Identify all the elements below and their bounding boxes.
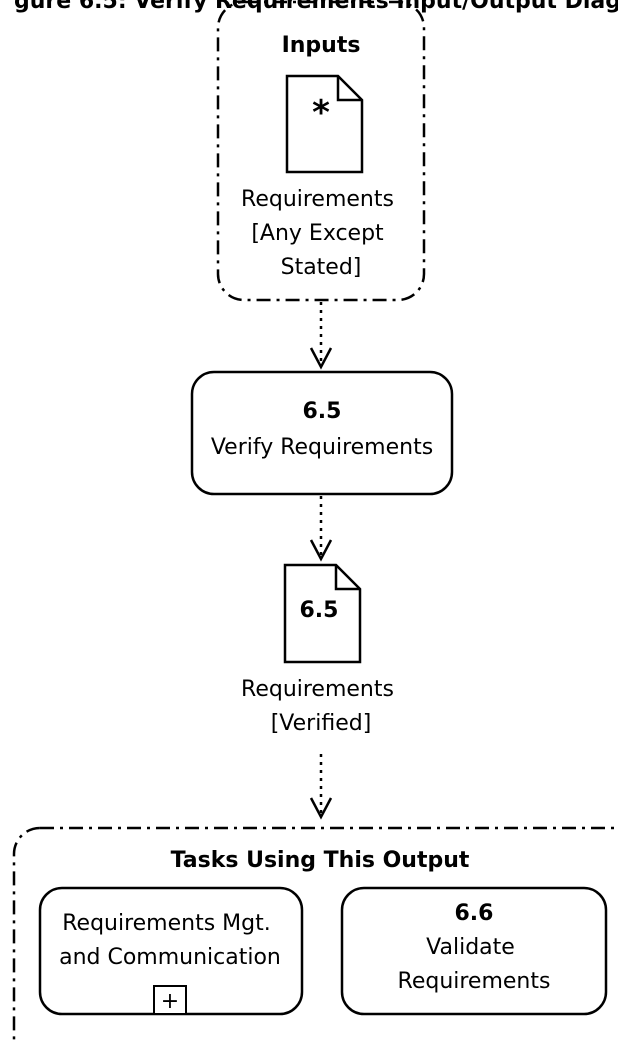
task-number: 6.5 [303,399,342,424]
tasks-using-frame [12,826,618,1047]
task-card-validate-requirements [340,886,608,1016]
task-card-2-label: Validate Requirements [398,935,551,994]
task-card-2-number: 6.6 [455,901,494,926]
output-doc-marker: 6.5 [300,598,339,623]
arrow-task-to-output [309,496,333,562]
arrow-inputs-to-task [309,302,333,370]
figure-caption: gure 6.5: Verify Requirements Input/Outp… [14,0,618,14]
input-document-icon: * [285,74,364,174]
input-doc-marker: * [312,93,330,133]
task-box [190,370,454,496]
inputs-title: Inputs [282,33,361,58]
output-doc-label: Requirements [Verified] [241,677,401,736]
output-document-icon: 6.5 [283,563,362,664]
arrow-output-to-tasks [309,754,333,820]
svg-text:+: + [161,989,179,1014]
task-card-1-label: Requirements Mgt. and Communication [59,911,281,970]
tasks-using-title: Tasks Using This Output [171,848,470,873]
expand-plus-icon: + [153,985,187,1015]
input-doc-label: Requirements [Any Except Stated] [241,187,401,280]
task-name: Verify Requirements [211,435,433,460]
inputs-frame [216,0,426,302]
